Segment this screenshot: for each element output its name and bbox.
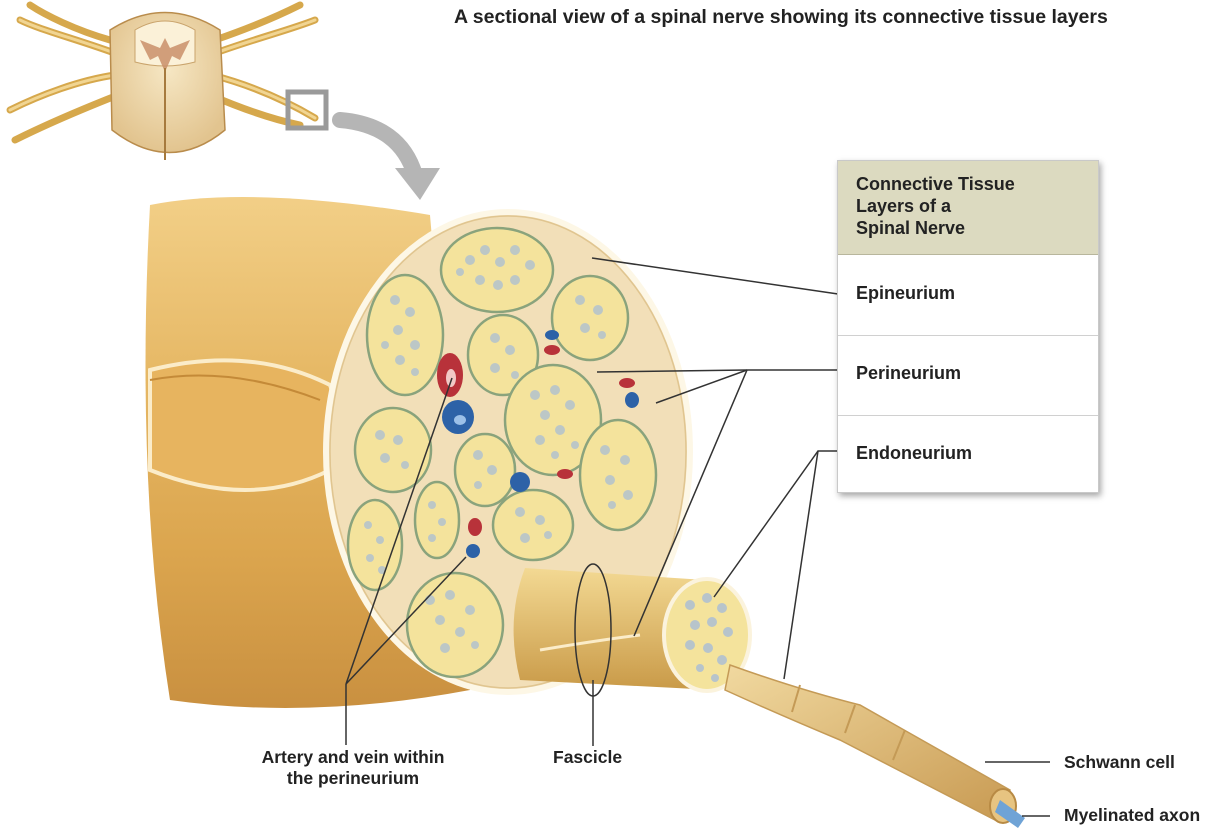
schwann-cell-label: Schwann cell [1064,752,1175,773]
artery-vein-label: Artery and vein within the perineurium [238,747,468,789]
fascicle-label: Fascicle [553,747,622,768]
figure-title: A sectional view of a spinal nerve showi… [454,6,1214,29]
spinal-cord-inset [10,5,326,160]
legend-heading: Connective Tissue Layers of a Spinal Ner… [856,173,1086,239]
myelinated-axon-strand [725,665,1025,828]
legend-row-endoneurium: Endoneurium [838,415,1098,495]
zoom-arrow-icon [340,120,440,200]
legend-label-perineurium: Perineurium [856,363,961,384]
legend-row-epineurium: Epineurium [838,255,1098,336]
myelinated-axon-label: Myelinated axon [1064,805,1200,826]
legend-header: Connective Tissue Layers of a Spinal Ner… [838,161,1098,255]
connective-tissue-legend: Connective Tissue Layers of a Spinal Ner… [837,160,1099,493]
legend-label-endoneurium: Endoneurium [856,443,972,464]
fascicle-cylinder [514,568,750,691]
legend-label-epineurium: Epineurium [856,283,955,304]
legend-row-perineurium: Perineurium [838,335,1098,416]
